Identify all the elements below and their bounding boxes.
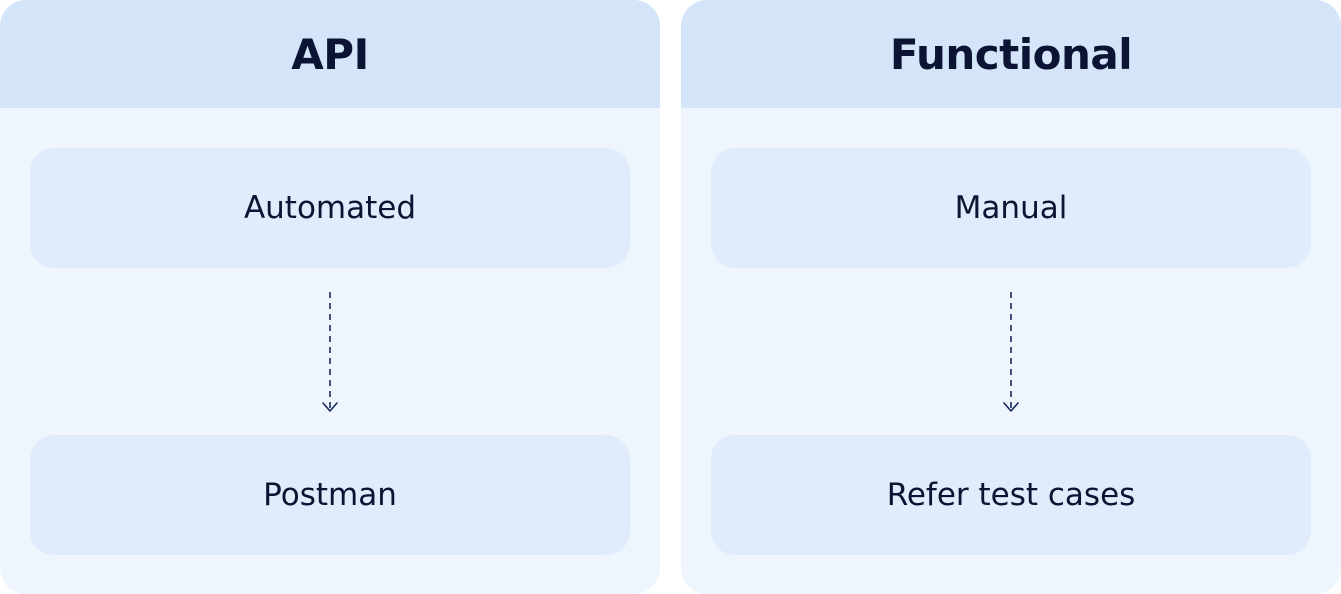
functional-panel-title: Functional <box>889 29 1133 79</box>
api-dashed-arrow-down-icon <box>322 292 338 412</box>
api-step-automated: Automated <box>30 148 630 268</box>
functional-step-manual-label: Manual <box>954 190 1068 226</box>
functional-dashed-arrow-down-icon <box>1003 292 1019 412</box>
api-panel-header: API <box>0 0 660 108</box>
functional-panel: Functional Manual Refer test cases <box>681 0 1341 594</box>
api-step-postman-label: Postman <box>263 477 397 513</box>
functional-panel-header: Functional <box>681 0 1341 108</box>
functional-step-refer-test-cases: Refer test cases <box>711 435 1311 555</box>
functional-step-refer-test-cases-label: Refer test cases <box>886 477 1136 513</box>
api-step-postman: Postman <box>30 435 630 555</box>
functional-step-manual: Manual <box>711 148 1311 268</box>
api-panel-title: API <box>291 29 369 79</box>
api-panel: API Automated Postman <box>0 0 660 594</box>
api-step-automated-label: Automated <box>243 190 417 226</box>
